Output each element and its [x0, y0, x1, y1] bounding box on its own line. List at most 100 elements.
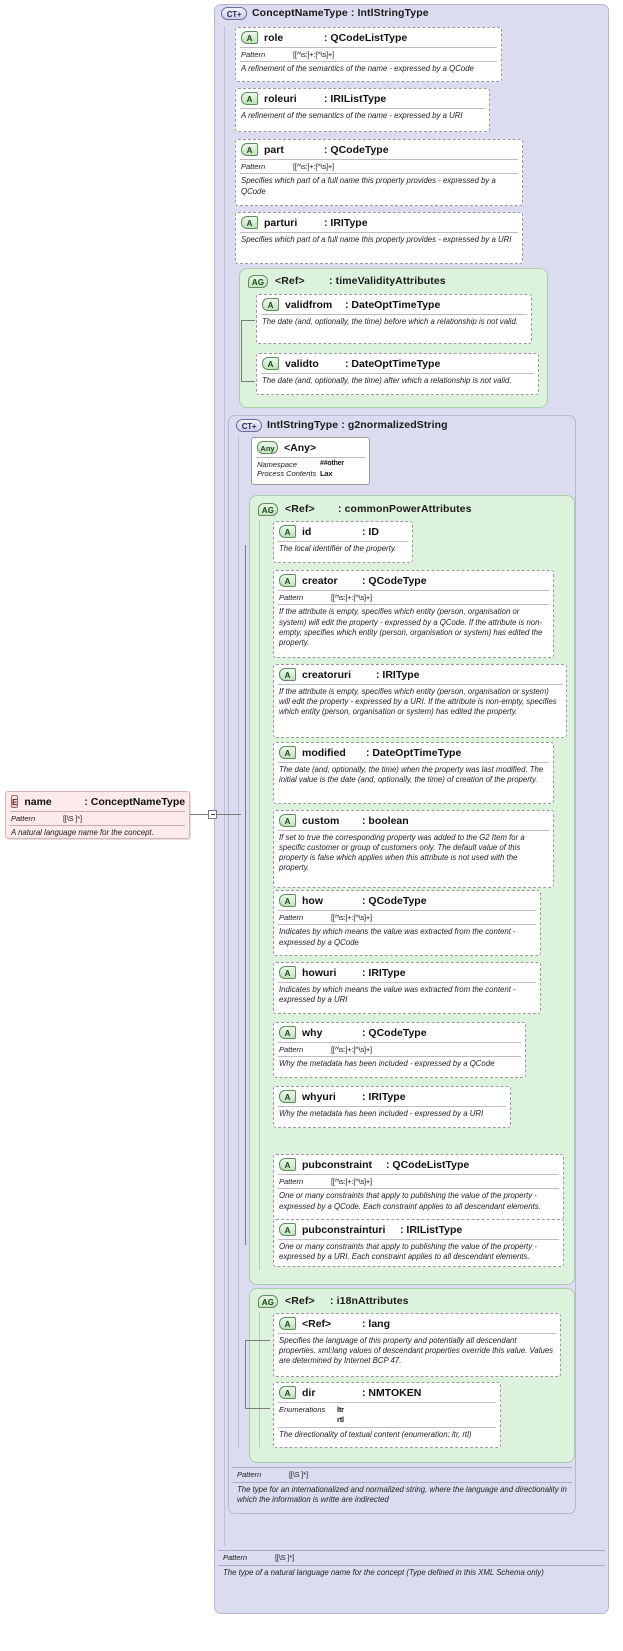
attribute-badge-icon: A	[279, 1386, 296, 1399]
attribute-description: If set to true the corresponding propert…	[279, 833, 525, 873]
pattern-row: Pattern [[\S ]*]	[6, 812, 189, 825]
pattern-label: Pattern	[279, 1177, 304, 1186]
attribute-description: Why the metadata has been included - exp…	[279, 1059, 495, 1069]
attribute-card-howuri[interactable]: A howuri : IRIType Indicates by which me…	[273, 962, 541, 1014]
attribute-card-how[interactable]: A how : QCodeType Pattern [[^\s:]+:[^\s]…	[273, 890, 541, 956]
attribute-card-pubconstrainturi[interactable]: A pubconstrainturi : IRIListType One or …	[273, 1219, 564, 1267]
element-name: name	[24, 795, 52, 808]
element-type: : ConceptNameType	[84, 795, 186, 808]
any-node-card[interactable]: Any <Any> Namespace ##other Process Cont…	[251, 437, 370, 485]
attributegroup-ref-label: <Ref>	[285, 1295, 315, 1307]
complextype-intlstringtype-title: IntlStringType : g2normalizedString	[267, 419, 448, 431]
intlstringtype-footer-pattern: Pattern [[\S ]*]	[232, 1468, 582, 1481]
attribute-card-roleuri[interactable]: A roleuri : IRIListType A refinement of …	[235, 88, 490, 132]
any-badge-icon: Any	[257, 441, 278, 454]
guide-rail-i18n	[259, 1312, 260, 1447]
ct-badge-intlstringtype: CT+	[236, 419, 262, 432]
namespace-value: ##other	[320, 460, 344, 467]
guide-rail-outer	[224, 26, 225, 1546]
attribute-name: creator	[302, 574, 338, 587]
attribute-badge-icon: A	[279, 1158, 296, 1171]
pattern-label: Pattern	[237, 1470, 262, 1479]
attribute-card-creatoruri[interactable]: A creatoruri : IRIType If the attribute …	[273, 664, 567, 738]
any-namespace-row: Namespace ##other	[252, 458, 369, 469]
attribute-description: Specifies which part of a full name this…	[241, 235, 512, 244]
attribute-card-dir[interactable]: A dir : NMTOKEN Enumerations ltr rtl The…	[273, 1382, 501, 1448]
pattern-value: [[\S ]*]	[289, 1470, 308, 1479]
conceptnametype-footer-description: The type of a natural language name for …	[223, 1568, 544, 1577]
attribute-name: roleuri	[264, 92, 297, 105]
any-node-title: <Any>	[284, 441, 317, 454]
attribute-name: validfrom	[285, 298, 333, 311]
pattern-label: Pattern	[279, 1045, 304, 1054]
attribute-type: : IRIType	[324, 216, 368, 229]
attribute-badge-icon: A	[279, 525, 296, 538]
attribute-type: : QCodeListType	[324, 31, 408, 44]
attribute-badge-icon: A	[279, 1026, 296, 1039]
pattern-row: Pattern [[^\s:]+:[^\s]+]	[274, 591, 553, 604]
attribute-name: modified	[302, 746, 346, 759]
attribute-badge-icon: A	[241, 92, 258, 105]
tree-branch-i18n	[245, 1340, 246, 1408]
attribute-card-whyuri[interactable]: A whyuri : IRIType Why the metadata has …	[273, 1086, 511, 1128]
attribute-card-pubconstraint[interactable]: A pubconstraint : QCodeListType Pattern …	[273, 1154, 564, 1220]
attribute-type: : IRIType	[376, 668, 420, 681]
attribute-type: : ID	[362, 525, 379, 538]
attribute-badge-icon: A	[279, 1090, 296, 1103]
any-process-row: Process Contents Lax	[252, 469, 369, 480]
pattern-row: Pattern [[^\s:]+:[^\s]+]	[274, 1175, 563, 1188]
tree-branch-timevalidity-bottom	[241, 381, 255, 382]
attribute-card-role[interactable]: A role : QCodeListType Pattern [[^\s:]+:…	[235, 27, 502, 82]
attribute-card-modified[interactable]: A modified : DateOptTimeType The date (a…	[273, 742, 554, 804]
pattern-value: [[^\s:]+:[^\s]+]	[331, 593, 372, 602]
attribute-description: One or many constraints that apply to pu…	[279, 1191, 541, 1211]
attribute-description: The local identifier of the property.	[279, 544, 397, 553]
pattern-label: Pattern	[279, 913, 304, 922]
attribute-name: dir	[302, 1386, 316, 1399]
pattern-row: Pattern [[^\s:]+:[^\s]+]	[236, 160, 522, 173]
guide-rail-inner	[238, 436, 239, 1448]
divider	[10, 811, 185, 812]
attribute-description: Specifies the language of this property …	[279, 1336, 554, 1366]
attribute-description: Indicates by which means the value was e…	[279, 985, 516, 1005]
attribute-card-lang[interactable]: A <Ref> : lang Specifies the language of…	[273, 1313, 561, 1377]
pattern-label: Pattern	[279, 593, 304, 602]
intlstringtype-footer-divider	[232, 1467, 572, 1468]
attribute-header-why: A why : QCodeType	[274, 1023, 525, 1042]
attribute-card-validfrom[interactable]: A validfrom : DateOptTimeType The date (…	[256, 294, 532, 344]
attribute-name: pubconstraint	[302, 1158, 372, 1171]
divider	[240, 232, 518, 233]
attribute-card-why[interactable]: A why : QCodeType Pattern [[^\s:]+:[^\s]…	[273, 1022, 526, 1078]
attribute-header-creator: A creator : QCodeType	[274, 571, 553, 590]
tree-branch-timevalidity-top	[241, 320, 255, 321]
attribute-card-validto[interactable]: A validto : DateOptTimeType The date (an…	[256, 353, 539, 395]
attribute-type: : QCodeListType	[386, 1158, 470, 1171]
attribute-header-parturi: A parturi : IRIType	[236, 213, 522, 232]
attribute-name: part	[264, 143, 284, 156]
attribute-description: Why the metadata has been included - exp…	[279, 1109, 484, 1118]
expand-collapse-toggle[interactable]	[208, 810, 217, 819]
attribute-name: whyuri	[302, 1090, 336, 1103]
attribute-card-id[interactable]: A id : ID The local identifier of the pr…	[273, 521, 413, 563]
attribute-type: : IRIListType	[400, 1223, 463, 1236]
attribute-description: The date (and, optionally, the time) bef…	[262, 317, 518, 326]
divider	[261, 373, 534, 374]
attribute-card-custom[interactable]: A custom : boolean If set to true the co…	[273, 810, 554, 888]
pattern-label: Pattern	[223, 1553, 248, 1562]
element-card-name[interactable]: E name : ConceptNameType Pattern [[\S ]*…	[5, 791, 190, 839]
attribute-type: : NMTOKEN	[362, 1386, 422, 1399]
attribute-card-part[interactable]: A part : QCodeType Pattern [[^\s:]+:[^\s…	[235, 139, 523, 206]
divider	[278, 541, 408, 542]
divider	[278, 982, 536, 983]
attribute-card-creator[interactable]: A creator : QCodeType Pattern [[^\s:]+:[…	[273, 570, 554, 658]
attribute-card-parturi[interactable]: A parturi : IRIType Specifies which part…	[235, 212, 523, 264]
attribute-header-custom: A custom : boolean	[274, 811, 553, 830]
attribute-header-validto: A validto : DateOptTimeType	[257, 354, 538, 373]
pattern-value: [[^\s:]+:[^\s]+]	[331, 1045, 372, 1054]
ct-badge-conceptnametype: CT+	[221, 7, 247, 20]
divider	[240, 61, 497, 63]
pattern-value: [[^\s:]+:[^\s]+]	[331, 1177, 372, 1186]
connector-line-name	[190, 814, 208, 815]
attribute-name: howuri	[302, 966, 337, 979]
